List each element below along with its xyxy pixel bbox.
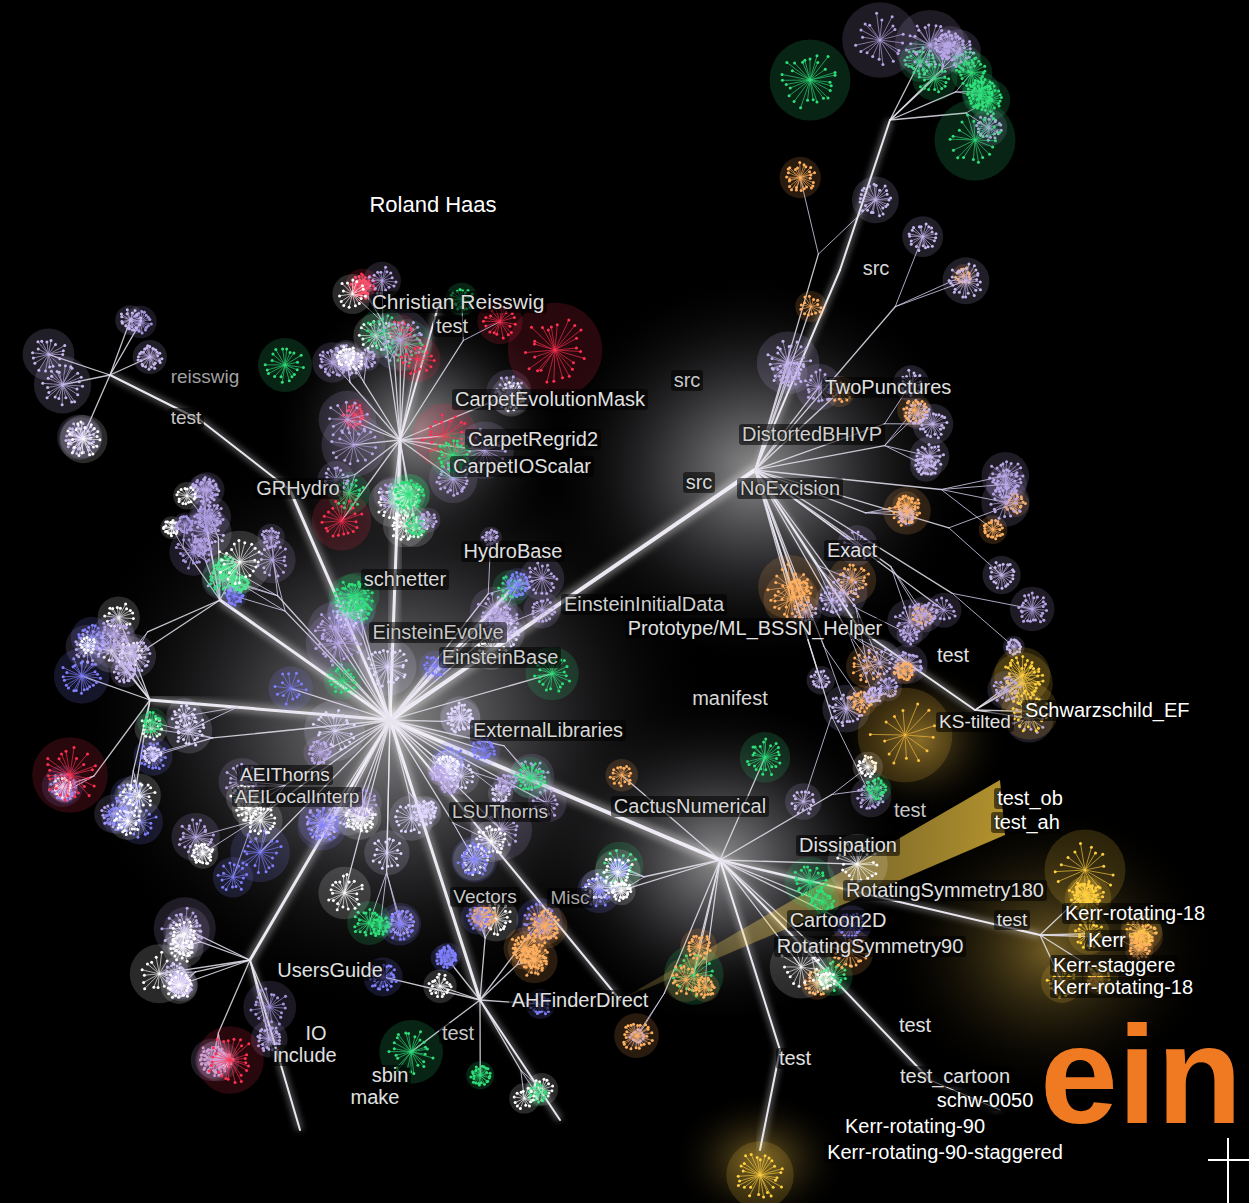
background: srcRoland HaasChristian Reisswigtestreis… <box>0 0 1249 1203</box>
